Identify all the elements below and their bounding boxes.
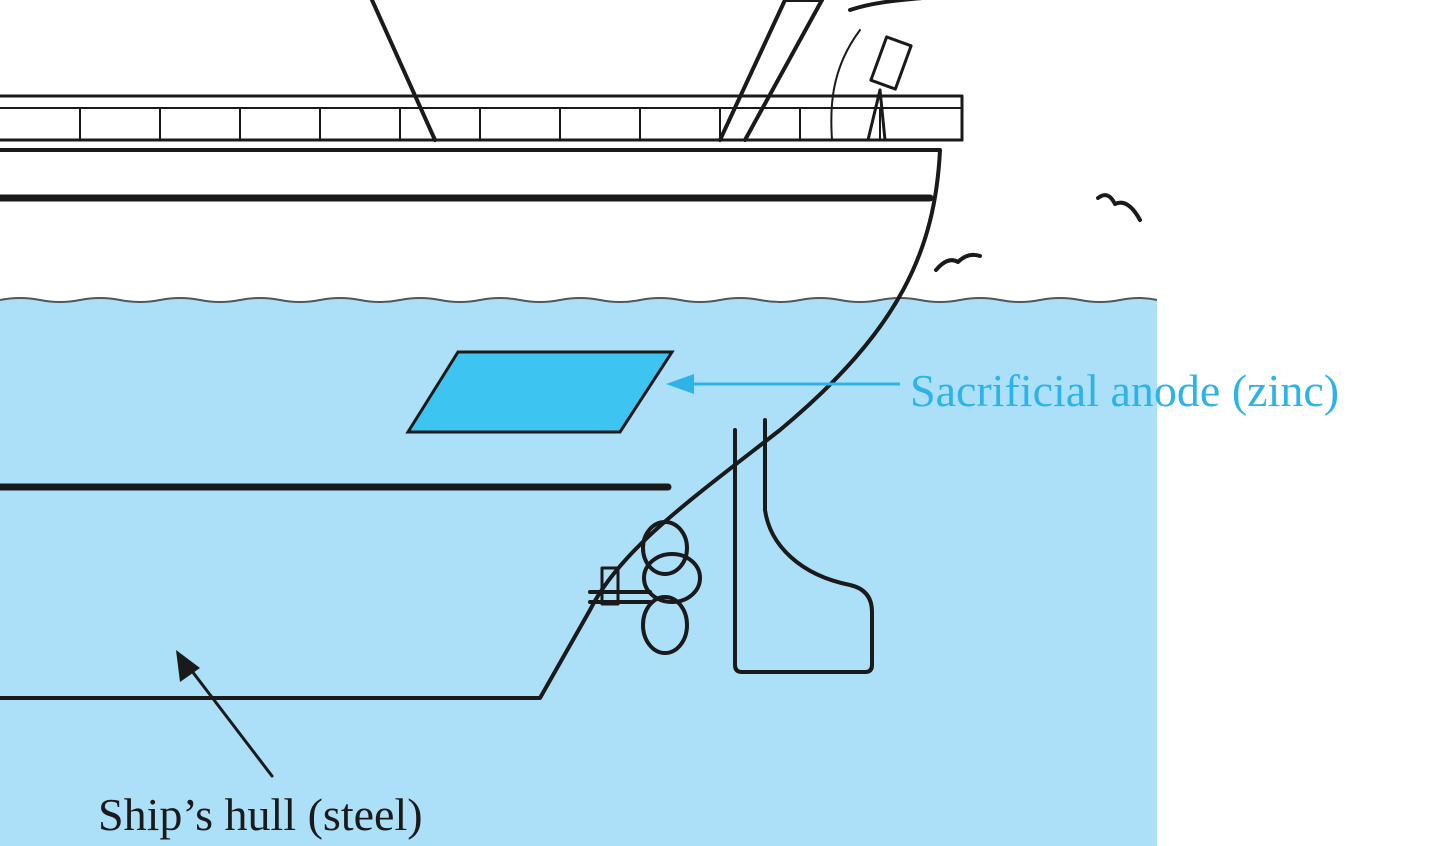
sea-water xyxy=(0,298,1157,846)
anode-label: Sacrificial anode (zinc) xyxy=(910,365,1340,416)
hull-label: Ship’s hull (steel) xyxy=(98,789,423,840)
anode-pointer-arrow xyxy=(666,374,900,394)
propeller-icon xyxy=(588,520,702,655)
seagull-icon xyxy=(934,252,982,272)
mast-crane xyxy=(370,0,923,142)
water-surface-line xyxy=(0,297,1158,303)
rudder-icon xyxy=(733,418,874,674)
sacrificial-anode xyxy=(405,350,675,434)
seagull-icon xyxy=(1096,193,1142,222)
hull-pointer-arrow xyxy=(176,650,274,778)
deck-railing xyxy=(0,94,964,152)
